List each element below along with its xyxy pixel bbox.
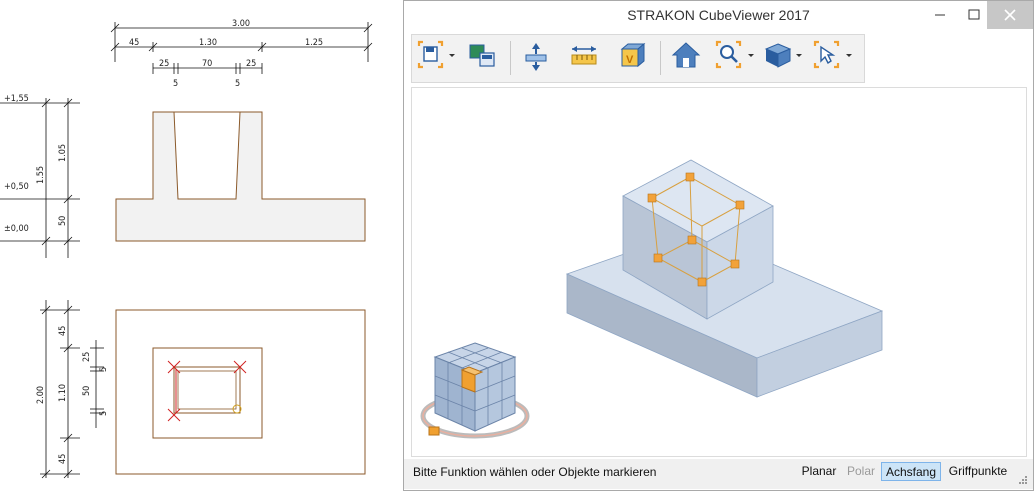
- home-icon[interactable]: [670, 39, 702, 75]
- status-bar: Bitte Funktion wählen oder Objekte marki…: [404, 459, 1033, 489]
- view-icon[interactable]: V: [616, 39, 648, 75]
- select-icon[interactable]: [812, 39, 858, 75]
- dim-total-width: 3.00: [232, 19, 250, 29]
- zoom-icon[interactable]: [714, 39, 760, 75]
- toolbar: V: [411, 34, 865, 83]
- title-bar: STRAKON CubeViewer 2017: [404, 1, 1033, 31]
- dim-five-a: 5: [173, 79, 178, 89]
- elevation-bottom: ±0,00: [4, 224, 29, 234]
- 3d-viewport[interactable]: [411, 87, 1027, 457]
- measure-icon[interactable]: [568, 39, 600, 75]
- close-icon[interactable]: [987, 1, 1033, 29]
- dim-sub-right: 25: [246, 59, 256, 69]
- dim-plan-sub-mid: 50: [82, 386, 92, 396]
- dim-right: 1.25: [305, 38, 323, 48]
- griffpunkte-toggle[interactable]: Griffpunkte: [948, 464, 1008, 478]
- technical-drawing: 3.00 45 1.30 1.25 25 70 25 5 5 +1,55 +0,…: [0, 19, 373, 479]
- dim-plan-inner: 1.10: [58, 384, 68, 402]
- maximize-icon[interactable]: [953, 1, 995, 29]
- polar-toggle[interactable]: Polar: [846, 464, 875, 478]
- dim-five-b: 5: [235, 79, 240, 89]
- planar-toggle[interactable]: Planar: [801, 464, 837, 478]
- dim-section-upper: 1.05: [58, 144, 68, 162]
- dim-plan-total: 2.00: [36, 386, 46, 404]
- dim-sub-left: 25: [159, 59, 169, 69]
- dim-section-lower: 50: [58, 216, 68, 226]
- dim-plan-five-b: 5: [99, 411, 109, 416]
- dim-plan-outer-bottom: 45: [58, 454, 68, 464]
- resize-grip-icon[interactable]: [1018, 475, 1028, 485]
- status-message: Bitte Funktion wählen oder Objekte marki…: [413, 465, 657, 479]
- dim-left: 45: [129, 38, 139, 48]
- dim-plan-sub-top: 25: [82, 352, 92, 362]
- elevation-top: +1,55: [4, 94, 29, 104]
- dim-section-total: 1.55: [36, 166, 46, 184]
- dim-middle: 1.30: [199, 38, 217, 48]
- section-cut-icon[interactable]: [520, 39, 552, 75]
- 3d-model: [565, 159, 884, 398]
- view-cube-icon[interactable]: [417, 339, 557, 449]
- achsfang-toggle[interactable]: Achsfang: [881, 462, 941, 481]
- dim-sub-mid: 70: [202, 59, 212, 69]
- minimize-icon[interactable]: [919, 1, 961, 29]
- svg-text:V: V: [626, 54, 634, 66]
- window-title: STRAKON CubeViewer 2017: [627, 7, 810, 23]
- dim-plan-outer-top: 45: [58, 326, 68, 336]
- cubeviewer-window: STRAKON CubeViewer 2017: [403, 0, 1034, 491]
- dim-plan-five-a: 5: [99, 367, 109, 372]
- shaded-view-icon[interactable]: [764, 39, 806, 75]
- elevation-mid: +0,50: [4, 182, 29, 192]
- save-icon[interactable]: [416, 39, 458, 75]
- export-image-icon[interactable]: [466, 39, 498, 75]
